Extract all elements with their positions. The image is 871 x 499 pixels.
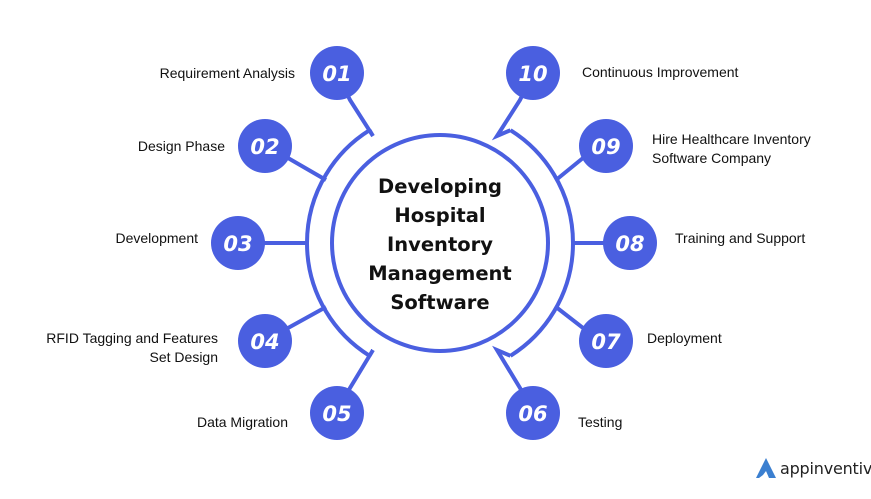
step-badge-01: 01 (310, 46, 364, 100)
title-line: Hospital (394, 204, 486, 227)
appinventiv-logo-icon (756, 458, 776, 478)
step-label-08: Training and Support (675, 229, 805, 248)
step-badge-09: 09 (579, 119, 633, 173)
step-label-line: Data Migration (196, 414, 288, 430)
outer-arc-left (305, 128, 371, 358)
step-label-10: Continuous Improvement (582, 63, 738, 82)
step-badge-03: 03 (211, 216, 265, 270)
step-badge-05: 05 (310, 386, 364, 440)
step-label-05: Data Migration (197, 413, 288, 432)
step-badge-circle (579, 314, 633, 368)
step-label-07: Deployment (647, 329, 722, 348)
step-number: 04 (250, 330, 279, 354)
step-label-06: Testing (578, 413, 622, 432)
step-number: 01 (322, 62, 351, 86)
step-label-line: Development (115, 230, 199, 246)
step-label-line: Continuous Improvement (582, 64, 739, 80)
step-label-02: Design Phase (138, 137, 225, 156)
title-line: Software (390, 291, 490, 314)
step-badge-08: 08 (603, 216, 657, 270)
outer-arc-right (509, 128, 575, 358)
step-label-line: Testing (578, 414, 623, 430)
step-label-line: RFID Tagging and Features (46, 330, 218, 346)
step-label-line: Deployment (647, 330, 722, 346)
step-badge-circle (506, 386, 560, 440)
step-number: 07 (591, 330, 621, 354)
step-number: 03 (223, 232, 252, 256)
title-line: Management (368, 262, 512, 285)
diagram-title: Developing Hospital Inventory Management… (340, 172, 540, 317)
inner-ring (330, 133, 550, 353)
step-badge-circle (506, 46, 560, 100)
step-badge-circle (579, 119, 633, 173)
logo-text: appinventiv (780, 458, 871, 478)
step-badge-circle (238, 314, 292, 368)
step-badge-circle (238, 119, 292, 173)
title-line: Developing (378, 175, 502, 198)
step-badge-circle (211, 216, 265, 270)
step-badge-circle (603, 216, 657, 270)
step-label-line: Hire Healthcare Inventory (652, 131, 811, 147)
step-badge-07: 07 (579, 314, 633, 368)
step-badge-circle (310, 386, 364, 440)
step-number: 06 (518, 402, 547, 426)
step-number: 10 (518, 62, 547, 86)
title-line: Inventory (386, 233, 493, 256)
step-number: 05 (322, 402, 351, 426)
step-label-line: Set Design (149, 349, 218, 365)
step-number: 08 (615, 232, 644, 256)
brand-logo: appinventiv (755, 457, 871, 479)
step-label-line: Software Company (652, 150, 772, 166)
step-badge-circle (310, 46, 364, 100)
step-badge-02: 02 (238, 119, 292, 173)
step-badge-06: 06 (506, 386, 560, 440)
step-label-01: Requirement Analysis (160, 64, 295, 83)
step-number: 09 (591, 135, 620, 159)
step-label-line: Requirement Analysis (159, 65, 295, 81)
step-badge-10: 10 (506, 46, 560, 100)
step-label-03: Development (116, 229, 199, 248)
step-badge-04: 04 (238, 314, 292, 368)
step-badges: 01 02 03 04 05 06 07 08 09 10 (211, 46, 657, 440)
step-number: 02 (250, 135, 279, 159)
step-label-line: Design Phase (137, 138, 225, 154)
step-label-line: Training and Support (675, 230, 806, 246)
